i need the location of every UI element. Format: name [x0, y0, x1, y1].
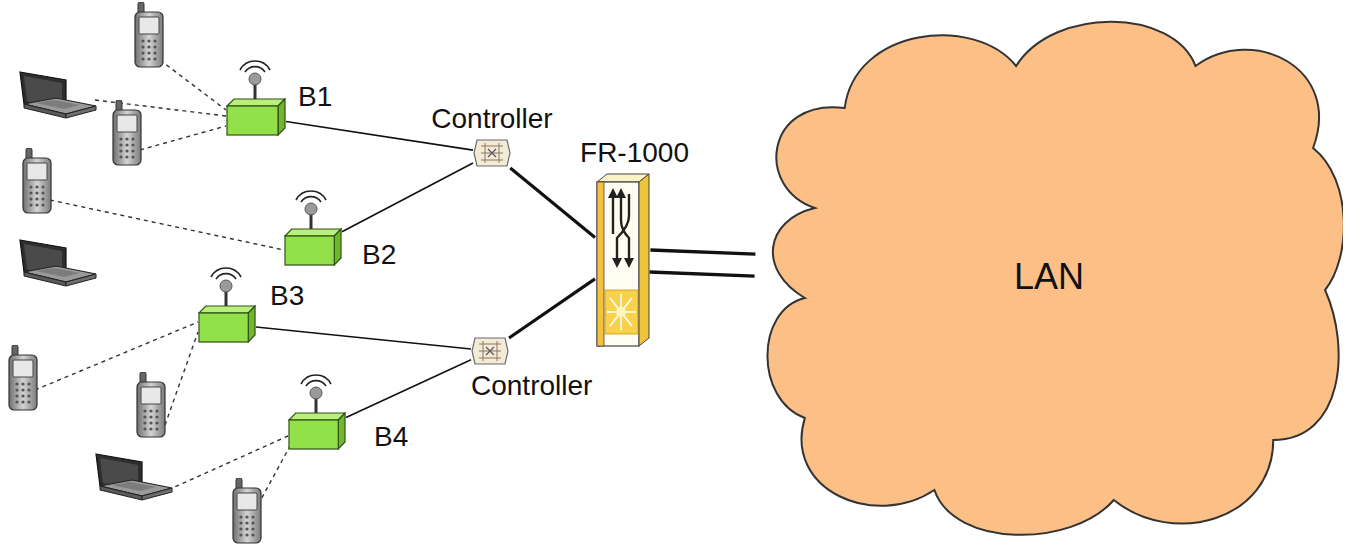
controller: Controller: [471, 336, 509, 366]
bs-shape: [284, 228, 342, 266]
network-link: [256, 327, 471, 349]
base-station: B2: [284, 228, 342, 266]
bs-shape: [198, 305, 256, 343]
controller: Controller: [473, 138, 511, 168]
network-cloud: LAN: [755, 8, 1343, 545]
device-label: Controller: [471, 371, 592, 402]
bs-shape: [226, 98, 286, 136]
base-station: B4: [288, 412, 346, 450]
device-label: FR-1000: [580, 138, 689, 169]
device-label: B4: [374, 422, 408, 453]
network-label: LAN: [1014, 257, 1084, 297]
device-label: Controller: [431, 104, 552, 135]
bs-shape: [288, 412, 346, 450]
network-link: [510, 168, 595, 237]
device-label: B3: [270, 281, 304, 312]
device-label: B2: [362, 240, 396, 271]
base-station: B1: [226, 98, 286, 136]
ctrl-shape: [471, 336, 509, 366]
router: FR-1000: [595, 172, 650, 348]
network-link: [509, 279, 595, 338]
network-link: [342, 163, 473, 232]
base-station: B3: [198, 305, 256, 343]
network-link: [346, 360, 471, 418]
device-label: B1: [298, 82, 332, 113]
network-link: [650, 250, 756, 276]
ctrl-shape: [473, 138, 511, 168]
fr-shape: [595, 172, 650, 348]
